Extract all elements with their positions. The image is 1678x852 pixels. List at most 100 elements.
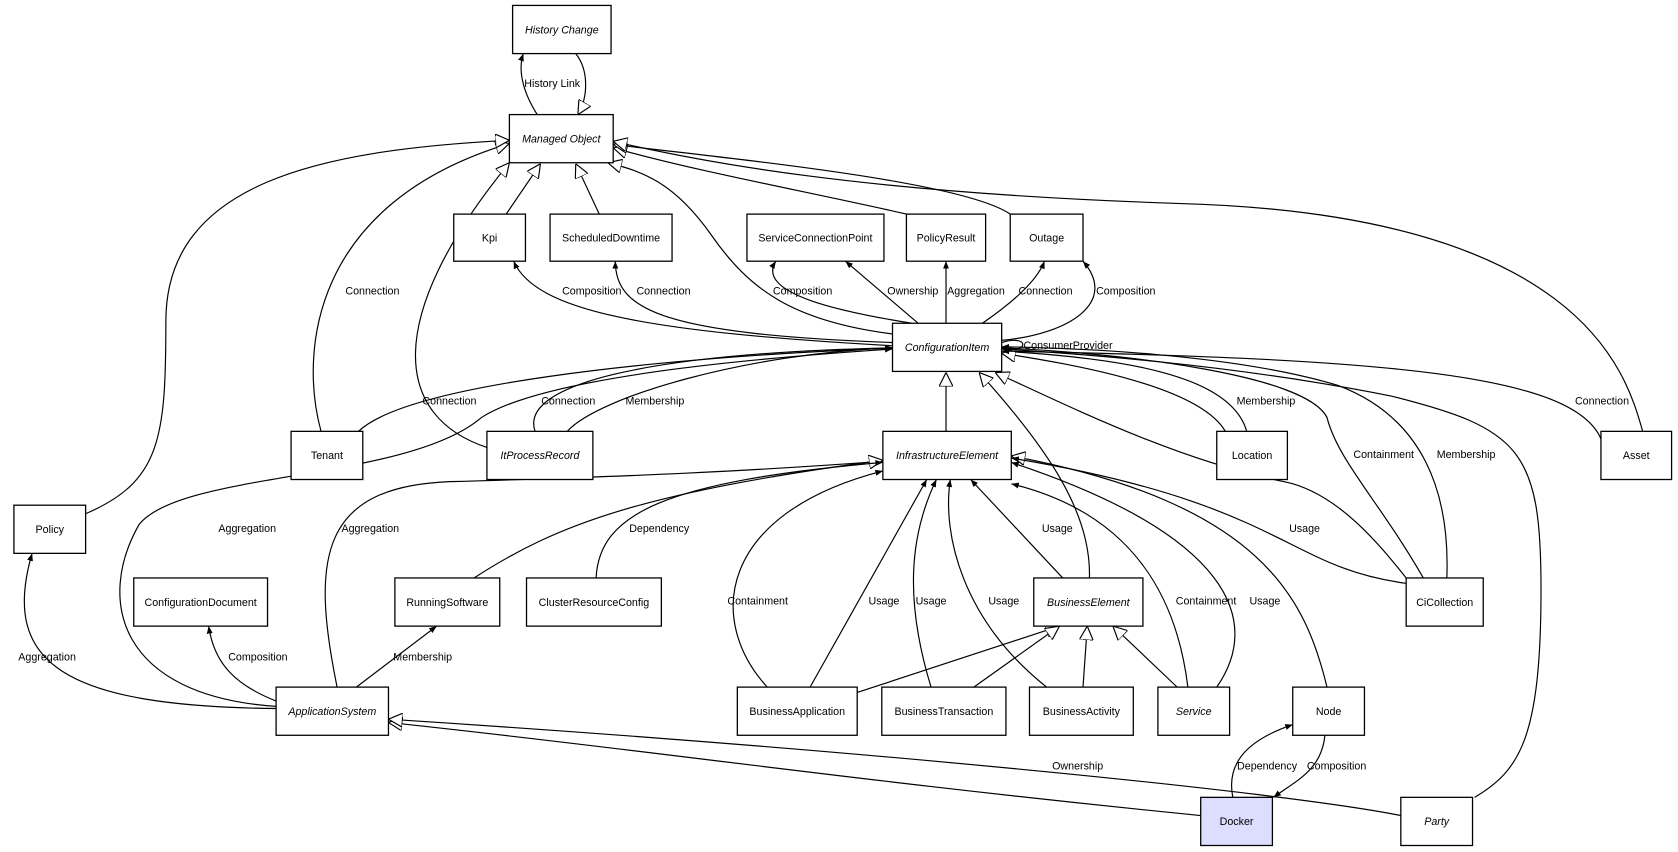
- class-name: ScheduledDowntime: [562, 232, 660, 244]
- edge-application-system-to-configuration-document: Composition: [206, 626, 288, 702]
- class-name: History Change: [525, 24, 599, 36]
- edge-scheduled-downtime-to-managed-object: [576, 164, 600, 215]
- class-box: [1216, 430, 1289, 481]
- class-name: ApplicationSystem: [287, 706, 376, 718]
- class-node-service[interactable]: Service: [1157, 686, 1231, 736]
- edge-managed-object-to-history-change: History Link: [518, 53, 581, 115]
- association-arrow: [912, 479, 937, 688]
- class-node-configuration-document[interactable]: ConfigurationDocument: [133, 577, 269, 627]
- edge-configuration-item-to-outage: Composition: [1001, 260, 1156, 341]
- class-box: [508, 113, 614, 164]
- class-box: [549, 213, 673, 262]
- class-box: [891, 322, 1003, 373]
- class-node-tenant[interactable]: Tenant: [290, 430, 364, 481]
- association-arrow: [1001, 346, 1542, 798]
- class-node-asset[interactable]: Asset: [1600, 430, 1673, 481]
- class-node-business-application[interactable]: BusinessApplication: [736, 686, 858, 736]
- association-arrow: [23, 553, 277, 710]
- edge-configuration-item-to-scheduled-downtime: Connection: [612, 261, 893, 344]
- edge-label: Aggregation: [18, 651, 76, 663]
- class-name: RunningSoftware: [406, 597, 488, 609]
- class-node-history-change[interactable]: History Change: [511, 4, 612, 55]
- class-node-location[interactable]: Location: [1216, 430, 1289, 481]
- class-name: Asset: [1623, 450, 1650, 462]
- edge-label: Usage: [988, 596, 1019, 608]
- class-name: CiCollection: [1416, 597, 1473, 609]
- edge-label: Usage: [1042, 523, 1073, 535]
- class-node-scheduled-downtime[interactable]: ScheduledDowntime: [549, 213, 673, 262]
- edge-configuration-item-to-kpi: Composition: [513, 260, 893, 347]
- edge-label: Membership: [1237, 396, 1296, 408]
- class-node-kpi[interactable]: Kpi: [453, 213, 527, 262]
- edge-label: Ownership: [887, 285, 938, 297]
- edge-service-to-infrastructure-element: Containment: [1011, 482, 1236, 688]
- class-name: BusinessActivity: [1043, 706, 1121, 718]
- edge-label: Connection: [541, 396, 595, 408]
- generalization-arrow: [1083, 626, 1087, 688]
- association-arrow: [513, 260, 893, 347]
- association-arrow: [845, 260, 919, 324]
- class-node-managed-object[interactable]: Managed Object: [508, 113, 614, 164]
- generalization-arrow: [388, 722, 1201, 817]
- association-arrow: [970, 479, 1064, 579]
- edge-business-application-to-infrastructure-element: Usage: [809, 479, 928, 688]
- class-node-business-activity[interactable]: BusinessActivity: [1028, 686, 1134, 736]
- class-box: [486, 430, 594, 481]
- edge-configuration-item-to-managed-object: [608, 163, 893, 335]
- edge-application-system-to-policy: Aggregation: [18, 553, 277, 710]
- class-box: [1033, 577, 1144, 627]
- class-node-policy-result[interactable]: PolicyResult: [905, 213, 987, 262]
- class-name: ConfigurationDocument: [145, 597, 257, 609]
- edge-policy-to-managed-object: [85, 140, 510, 515]
- edge-policy-result-to-managed-object: [613, 148, 907, 215]
- class-name: BusinessApplication: [749, 706, 845, 718]
- edge-node-to-infrastructure-element: [1011, 456, 1328, 688]
- edge-configuration-item-to-service-connection-point: Composition: [769, 260, 912, 324]
- class-node-configuration-item[interactable]: ConfigurationItem: [891, 322, 1003, 373]
- class-box: [1200, 796, 1274, 847]
- association-arrow: [1001, 260, 1096, 341]
- class-box: [13, 504, 87, 554]
- association-arrow: [1011, 456, 1407, 584]
- association-arrow: [1273, 735, 1326, 798]
- class-name: Outage: [1029, 232, 1064, 244]
- class-node-it-process-record[interactable]: ItProcessRecord: [486, 430, 594, 481]
- class-node-infrastructure-element[interactable]: InfrastructureElement: [882, 430, 1012, 481]
- association-arrow: [769, 260, 912, 324]
- edge-ci-collection-to-configuration-item: Containment: [1001, 345, 1424, 579]
- association-arrow: [809, 479, 928, 688]
- class-node-cluster-resource-config[interactable]: ClusterResourceConfig: [525, 577, 662, 627]
- class-node-running-software[interactable]: RunningSoftware: [394, 577, 501, 627]
- association-arrow: [946, 479, 1047, 688]
- edge-label: Connection: [1019, 285, 1073, 297]
- edge-location-to-configuration-item: Membership: [1001, 348, 1296, 432]
- class-node-ci-collection[interactable]: CiCollection: [1405, 577, 1484, 627]
- association-arrow: [206, 626, 277, 702]
- class-node-policy[interactable]: Policy: [13, 504, 87, 554]
- edge-label: Containment: [727, 596, 788, 608]
- association-arrow: [533, 345, 893, 432]
- class-node-business-transaction[interactable]: BusinessTransaction: [881, 686, 1007, 736]
- class-node-party[interactable]: Party: [1400, 796, 1474, 847]
- class-node-docker[interactable]: Docker: [1200, 796, 1274, 847]
- association-arrow: [1001, 348, 1602, 440]
- edge-label: Membership: [1437, 449, 1496, 461]
- edge-ci-collection-to-configuration-item: [995, 372, 1407, 579]
- edge-label: Containment: [1353, 449, 1414, 461]
- association-arrow: [518, 53, 538, 115]
- class-name: Service: [1176, 706, 1212, 718]
- association-arrow: [1001, 348, 1248, 432]
- class-name: Docker: [1220, 816, 1254, 828]
- generalization-arrow: [505, 164, 540, 215]
- class-node-node[interactable]: Node: [1292, 686, 1366, 736]
- class-name: Node: [1316, 706, 1342, 718]
- class-node-outage[interactable]: Outage: [1009, 213, 1084, 262]
- edge-label: Connection: [422, 396, 476, 408]
- class-box: [290, 430, 364, 481]
- class-node-application-system[interactable]: ApplicationSystem: [275, 686, 390, 736]
- class-box: [453, 213, 527, 262]
- generalization-arrow: [473, 460, 883, 579]
- edge-label: Composition: [228, 651, 287, 663]
- class-node-service-connection-point[interactable]: ServiceConnectionPoint: [746, 213, 885, 262]
- class-node-business-element[interactable]: BusinessElement: [1033, 577, 1144, 627]
